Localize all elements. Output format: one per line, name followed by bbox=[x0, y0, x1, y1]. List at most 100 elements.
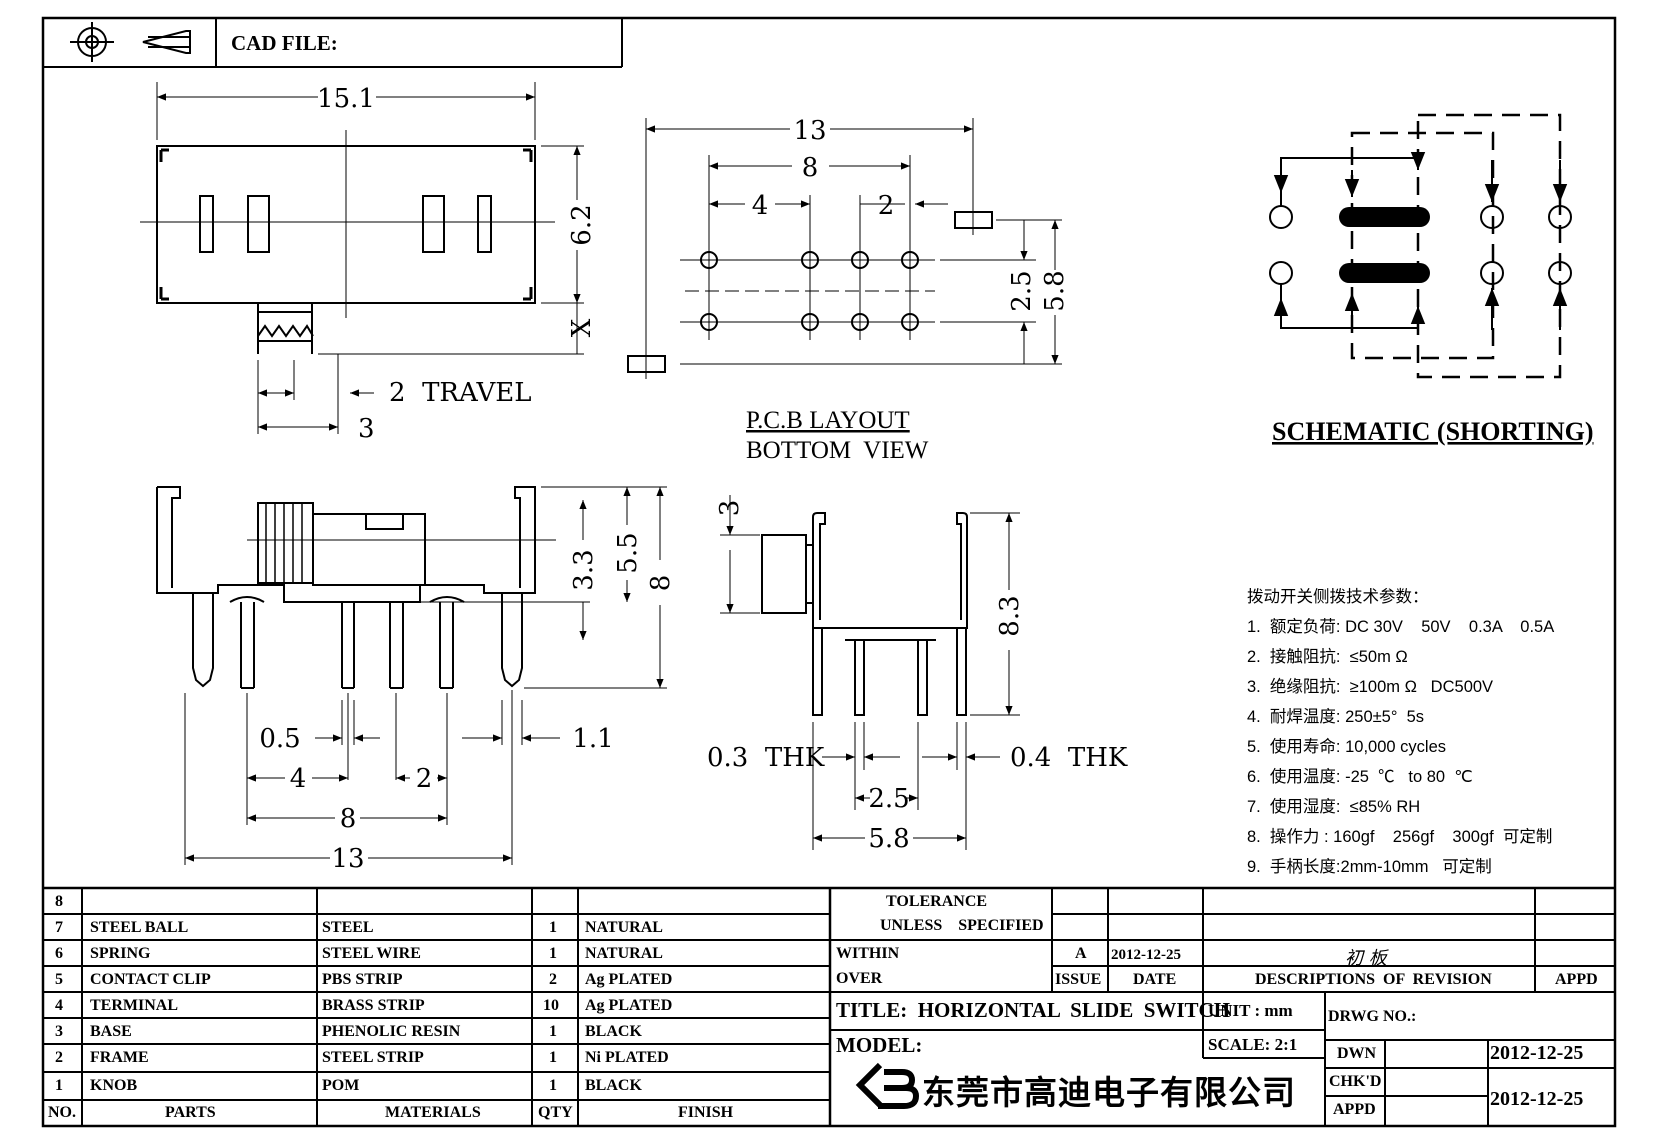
bom-no: 1 bbox=[55, 1077, 63, 1094]
bom-no: 4 bbox=[55, 997, 63, 1014]
bom-part: STEEL BALL bbox=[90, 919, 189, 936]
spec-item: 2. 接触阻抗: ≤50m Ω bbox=[1247, 647, 1408, 666]
dim-side-55: 5.5 bbox=[613, 532, 643, 573]
dim-side-05: 0.5 bbox=[259, 724, 300, 754]
within-label: WITHIN bbox=[836, 945, 900, 962]
dim-pcb-2: 2 bbox=[878, 191, 895, 221]
appd-header: APPD bbox=[1555, 971, 1598, 988]
issue-header: ISSUE bbox=[1055, 971, 1102, 988]
bom-table bbox=[43, 886, 1615, 1126]
bom-header-finish: FINISH bbox=[678, 1104, 734, 1121]
schematic-title: SCHEMATIC (SHORTING) bbox=[1272, 417, 1593, 446]
dim-pcb-8: 8 bbox=[802, 153, 819, 183]
dim-top-width: 15.1 bbox=[317, 84, 375, 114]
dim-pcb-4: 4 bbox=[752, 191, 769, 221]
pcb-layout-view bbox=[627, 118, 1062, 379]
bom-finish: Ni PLATED bbox=[585, 1049, 669, 1066]
spec-list: 1. 额定负荷: DC 30V 50V 0.3A 0.5A 2. 接触阻抗: ≤… bbox=[1247, 617, 1554, 876]
bom-no: 2 bbox=[55, 1049, 63, 1066]
dim-top-travel: 2 TRAVEL bbox=[389, 378, 532, 408]
approved-label: APPD bbox=[1333, 1101, 1376, 1118]
end-view bbox=[720, 495, 1020, 850]
bom-no: 7 bbox=[55, 919, 63, 936]
revision-issue: A bbox=[1075, 945, 1087, 962]
dim-side-4: 4 bbox=[290, 764, 307, 794]
spec-item: 5. 使用寿命: 10,000 cycles bbox=[1247, 737, 1446, 756]
date-header: DATE bbox=[1133, 971, 1177, 988]
dim-end-03: 0.3 THK bbox=[707, 743, 825, 773]
dim-pcb-13: 13 bbox=[793, 116, 826, 146]
bom-finish: NATURAL bbox=[585, 945, 663, 962]
bom-part: KNOB bbox=[90, 1077, 138, 1094]
bom-header-materials: MATERIALS bbox=[385, 1104, 481, 1121]
bom-material: PHENOLIC RESIN bbox=[322, 1023, 461, 1040]
unit-label: UNIT : mm bbox=[1208, 1001, 1293, 1020]
drawn-label: DWN bbox=[1337, 1045, 1377, 1062]
spec-item: 1. 额定负荷: DC 30V 50V 0.3A 0.5A bbox=[1247, 617, 1554, 636]
schematic-diagram bbox=[1269, 113, 1572, 379]
bom-finish: Ag PLATED bbox=[585, 971, 673, 988]
drawing-title: TITLE: HORIZONTAL SLIDE SWITCH bbox=[836, 998, 1231, 1022]
spec-item: 7. 使用湿度: ≤85% RH bbox=[1247, 797, 1420, 816]
bom-qty: 10 bbox=[543, 997, 559, 1014]
bom-material: POM bbox=[322, 1077, 360, 1094]
scale-label: SCALE: 2:1 bbox=[1208, 1035, 1298, 1054]
spec-item: 4. 耐焊温度: 250±5° 5s bbox=[1247, 707, 1424, 726]
descriptions-header: DESCRIPTIONS OF REVISION bbox=[1255, 971, 1492, 988]
side-view bbox=[156, 486, 667, 865]
dim-top-knob: 3 bbox=[358, 414, 375, 444]
bom-header-no: NO. bbox=[48, 1104, 76, 1121]
company-name: 东莞市高迪电子有限公司 bbox=[922, 1073, 1296, 1112]
bom-header-qty: QTY bbox=[538, 1104, 573, 1121]
revision-description: 初 板 bbox=[1345, 948, 1387, 969]
cad-file-label: CAD FILE: bbox=[231, 31, 338, 55]
bom-material: STEEL STRIP bbox=[322, 1049, 424, 1066]
bom-finish: BLACK bbox=[585, 1023, 642, 1040]
dim-side-8b: 8 bbox=[340, 804, 357, 834]
pcb-title-line2: BOTTOM VIEW bbox=[746, 437, 929, 464]
title-block bbox=[830, 888, 1615, 1126]
dim-top-x: X bbox=[567, 318, 597, 337]
bom-no: 6 bbox=[55, 945, 63, 962]
pcb-title-line1: P.C.B LAYOUT bbox=[746, 407, 910, 434]
revision-date: 2012-12-25 bbox=[1111, 947, 1181, 963]
bom-material: STEEL bbox=[322, 919, 374, 936]
dim-pcb-25: 2.5 bbox=[1007, 270, 1037, 311]
bom-no: 5 bbox=[55, 971, 63, 988]
drawing-number-label: DRWG NO.: bbox=[1328, 1008, 1417, 1025]
dim-side-13: 13 bbox=[331, 844, 364, 874]
dim-end-58: 5.8 bbox=[868, 824, 909, 854]
dim-end-3: 3 bbox=[715, 500, 745, 517]
bom-part: BASE bbox=[90, 1023, 132, 1040]
bom-material: PBS STRIP bbox=[322, 971, 403, 988]
checked-date: 2012-12-25 bbox=[1490, 1088, 1584, 1110]
bom-finish: BLACK bbox=[585, 1077, 642, 1094]
spec-item: 6. 使用温度: -25 ℃ to 80 ℃ bbox=[1247, 767, 1473, 786]
dim-top-height: 6.2 bbox=[567, 204, 597, 245]
bom-part: TERMINAL bbox=[90, 997, 179, 1014]
bom-qty: 1 bbox=[549, 1077, 557, 1094]
spec-title: 拨动开关侧拨技术参数： bbox=[1247, 587, 1429, 606]
bom-finish: Ag PLATED bbox=[585, 997, 673, 1014]
spec-item: 8. 操作力 : 160gf 256gf 300gf 可定制 bbox=[1247, 827, 1552, 846]
bom-part: SPRING bbox=[90, 945, 151, 962]
dim-pcb-58: 5.8 bbox=[1040, 270, 1070, 311]
bom-part: FRAME bbox=[90, 1049, 149, 1066]
company-logo-icon bbox=[855, 1062, 920, 1109]
projection-symbol-icon bbox=[70, 22, 191, 62]
bom-qty: 1 bbox=[549, 1049, 557, 1066]
tolerance-label: TOLERANCE bbox=[886, 893, 988, 910]
dim-end-83: 8.3 bbox=[995, 595, 1025, 636]
bom-qty: 2 bbox=[549, 971, 557, 988]
dim-end-04: 0.4 THK bbox=[1010, 743, 1128, 773]
bom-finish: NATURAL bbox=[585, 919, 663, 936]
drawn-date: 2012-12-25 bbox=[1490, 1042, 1584, 1064]
bom-material: STEEL WIRE bbox=[322, 945, 421, 962]
bom-no: 8 bbox=[55, 893, 63, 910]
bom-no: 3 bbox=[55, 1023, 63, 1040]
bom-qty: 1 bbox=[549, 945, 557, 962]
model-label: MODEL: bbox=[836, 1033, 923, 1057]
